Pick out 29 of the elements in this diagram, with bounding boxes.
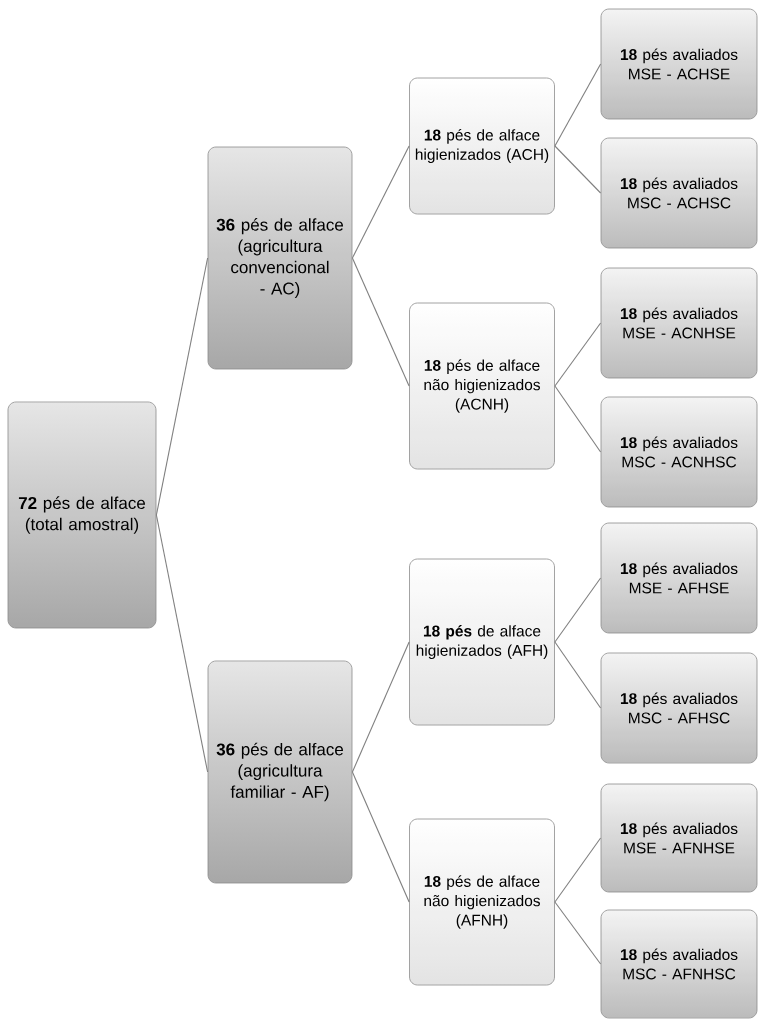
connector-line xyxy=(554,322,602,387)
connector-line xyxy=(351,771,410,903)
connector-line xyxy=(554,63,602,147)
result-box: 18 pés avaliados MSE - AFHSE xyxy=(600,522,758,634)
connector-line xyxy=(554,901,602,965)
group-box: 18 pés de alface não higienizados (AFNH) xyxy=(409,818,555,986)
connector-line xyxy=(554,577,602,643)
result-box: 18 pés avaliados MSC - AFHSC xyxy=(600,652,758,764)
connector-line xyxy=(554,837,602,903)
connector-line xyxy=(554,145,602,194)
group-box: 18 pés de alface higienizados (ACH) xyxy=(409,77,555,215)
result-box: 18 pés avaliados MSE - ACNHSE xyxy=(600,267,758,379)
category-box: 36 pés de alface (agricultura familiar - AF) xyxy=(207,660,353,884)
group-box: 18 pés de alface higienizados (AFH) xyxy=(409,558,555,726)
connector-line xyxy=(554,641,602,709)
result-box: 18 pés avaliados MSE - AFNHSE xyxy=(600,783,758,893)
result-box: 18 pés avaliados MSE - ACHSE xyxy=(600,8,758,120)
connector-line xyxy=(351,641,410,773)
connector-line xyxy=(155,257,209,516)
category-box: 36 pés de alface (agricultura convencional - AC) xyxy=(207,146,353,370)
connector-line xyxy=(351,257,410,387)
root-box: 72 pés de alface (total amostral) xyxy=(7,401,157,629)
connector-line xyxy=(351,145,410,259)
result-box: 18 pés avaliados MSC - ACNHSC xyxy=(600,396,758,508)
result-box: 18 pés avaliados MSC - ACHSC xyxy=(600,137,758,249)
result-box: 18 pés avaliados MSC - AFNHSC xyxy=(600,909,758,1019)
connector-line xyxy=(554,385,602,453)
group-box: 18 pés de alface não higienizados (ACNH) xyxy=(409,302,555,470)
connector-line xyxy=(155,514,209,773)
